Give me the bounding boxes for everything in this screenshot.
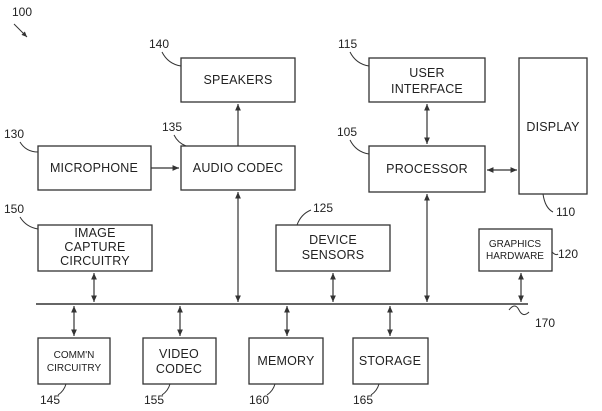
ref-processor-lead [349,139,370,155]
user-interface-block: USER INTERFACE [368,57,486,103]
speakers-label: SPEAKERS [204,73,273,87]
device-sensors-block: DEVICE SENSORS [275,224,391,272]
video-codec-block: VIDEO CODEC [142,337,217,385]
bus-ref-label: 170 [535,316,555,330]
ref-image-capture: 150 [4,202,39,230]
microphone-block: MICROPHONE [37,145,152,191]
memory-label: MEMORY [257,354,315,368]
ref-microphone-lead [19,141,39,153]
ref-storage-label: 165 [353,393,373,407]
video-codec-label-line2: CODEC [156,362,202,376]
ref-storage-lead [370,383,380,396]
graphics-hardware-block: GRAPHICS HARDWARE [478,228,553,272]
video-codec-label-line1: VIDEO [159,347,199,361]
ref-speakers-lead [161,51,182,67]
device-sensors-label-line1: DEVICE [309,233,357,247]
microphone-label: MICROPHONE [50,161,138,175]
processor-label: PROCESSOR [386,162,468,176]
ref-memory: 160 [249,383,276,407]
ref-video-codec-lead [161,383,171,396]
ref-graphics-hardware: 120 [551,247,578,261]
user-interface-label-line2: INTERFACE [391,82,463,96]
figure-ref-label: 100 [12,5,32,19]
image-capture-label-line3: CIRCUITRY [60,254,130,268]
ref-speakers: 140 [149,37,182,67]
storage-label: STORAGE [359,354,421,368]
ref-user-interface-label: 115 [338,37,357,51]
ref-comm-circuitry: 145 [40,383,67,407]
ref-audio-codec-lead [173,134,187,147]
ref-video-codec: 155 [144,383,171,407]
ref-storage: 165 [353,383,380,407]
figure-ref-arrow [13,23,28,38]
ref-image-capture-lead [19,216,39,230]
ref-microphone: 130 [4,127,39,153]
ref-device-sensors: 125 [296,201,333,226]
comm-circuitry-block: COMM'N CIRCUITRY [37,337,111,385]
ref-display-label: 110 [556,205,575,219]
image-capture-block: IMAGE CAPTURE CIRCUITRY [37,224,153,272]
speakers-block: SPEAKERS [180,57,296,103]
comm-circuitry-label-line1: COMM'N [54,350,95,361]
graphics-hardware-label-line2: HARDWARE [486,251,544,262]
ref-video-codec-label: 155 [144,393,164,407]
graphics-hardware-label-line1: GRAPHICS [489,239,542,250]
memory-block: MEMORY [248,337,324,385]
display-label: DISPLAY [526,120,580,134]
processor-block: PROCESSOR [368,145,486,193]
ref-display: 110 [542,193,575,219]
ref-audio-codec: 135 [162,120,187,147]
ref-memory-lead [266,383,276,396]
ref-display-lead [542,193,554,213]
ref-graphics-hardware-label: 120 [558,247,578,261]
user-interface-label-line1: USER [409,66,445,80]
ref-comm-circuitry-lead [57,383,67,396]
ref-user-interface: 115 [338,37,370,67]
image-capture-label-line1: IMAGE [74,226,115,240]
ref-microphone-label: 130 [4,127,24,141]
ref-device-sensors-lead [296,209,312,226]
ref-audio-codec-label: 135 [162,120,182,134]
ref-speakers-label: 140 [149,37,169,51]
audio-codec-label: AUDIO CODEC [193,161,283,175]
ref-graphics-hardware-lead [551,251,559,256]
ref-processor: 105 [337,125,370,155]
ref-memory-label: 160 [249,393,269,407]
ref-user-interface-lead [349,51,370,67]
ref-processor-label: 105 [337,125,357,139]
audio-codec-block: AUDIO CODEC [180,145,296,191]
display-block: DISPLAY [518,57,588,195]
ref-comm-circuitry-label: 145 [40,393,60,407]
device-sensors-label-line2: SENSORS [302,248,365,262]
storage-block: STORAGE [352,337,429,385]
ref-device-sensors-label: 125 [313,201,333,215]
bus-ref-lead [508,305,530,316]
image-capture-label-line2: CAPTURE [64,240,125,254]
ref-image-capture-label: 150 [4,202,24,216]
comm-circuitry-label-line2: CIRCUITRY [47,363,102,374]
